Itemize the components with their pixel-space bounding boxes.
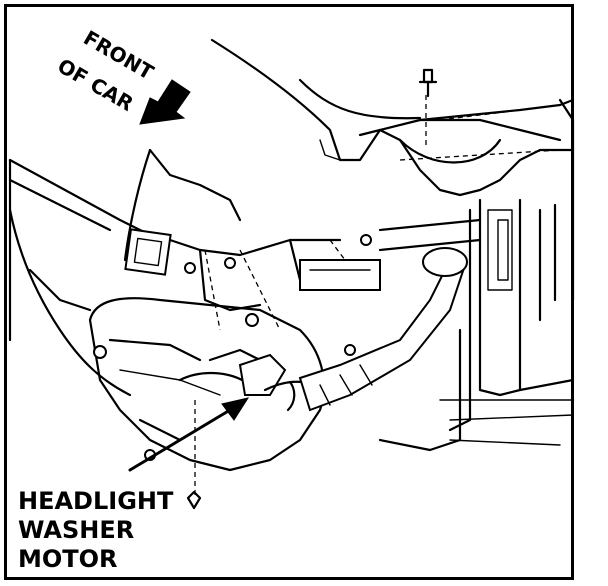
callout-label-line2: WASHER (18, 516, 134, 544)
radiator-support (358, 98, 575, 452)
front-arrow-icon (139, 79, 191, 125)
washer-motor (238, 247, 468, 412)
fender-left (8, 148, 242, 397)
bracket (124, 228, 382, 312)
washer-reservoir (88, 257, 325, 472)
callout-label-line3: MOTOR (18, 545, 118, 573)
callout-arrow-icon (128, 397, 250, 472)
hood-outline (210, 38, 575, 162)
hidden-lines (194, 95, 561, 495)
top-bolt (418, 68, 438, 98)
callout-label-line1: HEADLIGHT (18, 487, 174, 515)
